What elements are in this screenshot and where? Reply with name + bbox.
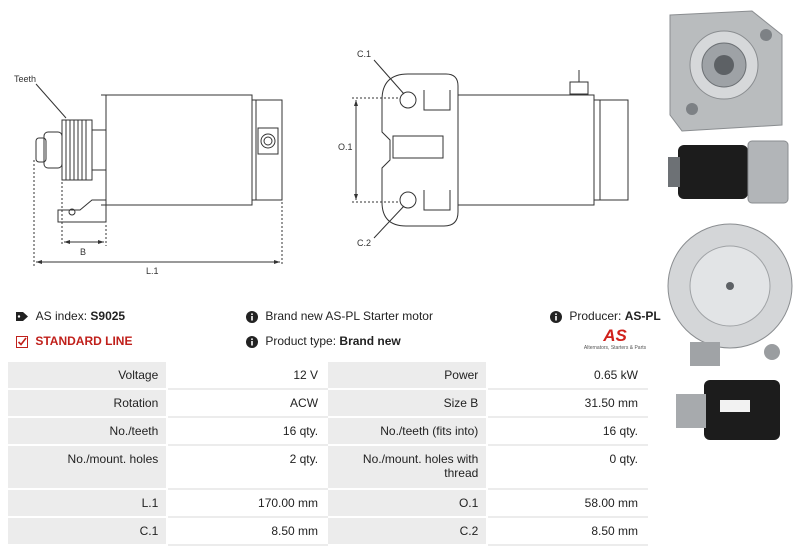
technical-drawing: Teeth B L.1 C.1 C.2 O.1: [14, 49, 629, 276]
producer-value: AS-PL: [624, 309, 661, 323]
standard-line-label: STANDARD LINE: [35, 334, 133, 348]
table-row: No./mount. holes 2 qty. No./mount. holes…: [8, 445, 648, 490]
tag-icon: [16, 312, 28, 322]
as-index-label: AS index:: [35, 309, 88, 323]
standard-line-row: STANDARD LINE: [16, 334, 132, 348]
spec-label: No./teeth: [8, 417, 169, 446]
motor-body-side: [105, 94, 253, 206]
spec-value: 0 qty.: [487, 445, 648, 490]
specs-table: Voltage 12 V Power 0.65 kW Rotation ACW …: [8, 362, 648, 546]
description-text: Brand new AS-PL Starter motor: [265, 309, 433, 323]
c2-label: C.2: [357, 238, 371, 248]
info-icon: [246, 335, 258, 348]
b-label: B: [80, 247, 86, 257]
spec-value: 16 qty.: [167, 417, 329, 446]
o1-label: O.1: [338, 142, 353, 152]
mounting-flange: [381, 73, 459, 227]
product-type-label: Product type:: [265, 334, 337, 348]
spec-value: 58.00 mm: [487, 489, 648, 518]
spec-value: 2 qty.: [167, 445, 329, 490]
spec-label: O.1: [327, 489, 489, 518]
spec-label: Size B: [327, 389, 489, 418]
spec-label: Power: [327, 362, 489, 390]
teeth-label: Teeth: [14, 74, 36, 84]
l1-label: L.1: [146, 266, 159, 276]
spec-label: No./teeth (fits into): [327, 417, 489, 446]
spec-label: L.1: [8, 489, 169, 518]
spec-label: C.1: [8, 517, 169, 546]
spec-value: 16 qty.: [487, 417, 648, 446]
spec-label: No./mount. holes with thread: [327, 445, 489, 490]
as-index-row: AS index: S9025: [16, 309, 125, 323]
product-type-value: Brand new: [339, 334, 401, 348]
product-photo-side: [668, 140, 789, 204]
product-type-row: Product type: Brand new: [246, 334, 401, 348]
table-row: No./teeth 16 qty. No./teeth (fits into) …: [8, 417, 648, 446]
spec-label: C.2: [327, 517, 489, 546]
motor-body-end: [457, 94, 595, 206]
description-row: Brand new AS-PL Starter motor: [246, 309, 433, 323]
spec-value: 0.65 kW: [487, 362, 648, 390]
product-photo-label: [676, 380, 780, 440]
spec-value: ACW: [167, 389, 329, 418]
logo-tagline: Alternators, Starters & Parts: [583, 345, 647, 351]
info-icon: [246, 310, 258, 323]
spec-value: 8.50 mm: [487, 517, 648, 546]
producer-row: Producer: AS-PL: [550, 309, 661, 323]
spec-label: No./mount. holes: [8, 445, 169, 490]
as-index-value: S9025: [90, 309, 126, 323]
table-row: C.1 8.50 mm C.2 8.50 mm: [8, 517, 648, 546]
spec-value: 12 V: [167, 362, 329, 390]
check-square-icon: [16, 335, 28, 348]
info-icon: [550, 310, 562, 323]
spec-label: Voltage: [8, 362, 169, 390]
producer-label: Producer:: [569, 309, 622, 323]
c1-label: C.1: [357, 49, 371, 59]
spec-value: 8.50 mm: [167, 517, 329, 546]
logo-mark: AS: [603, 326, 627, 345]
table-row: Rotation ACW Size B 31.50 mm: [8, 389, 648, 418]
spec-label: Rotation: [8, 389, 169, 418]
spec-value: 170.00 mm: [167, 489, 329, 518]
spec-value: 31.50 mm: [487, 389, 648, 418]
motor-end-cap: [251, 99, 283, 201]
as-pl-logo: AS Alternators, Starters & Parts: [582, 326, 648, 352]
product-photo-front: [662, 5, 800, 135]
table-row: Voltage 12 V Power 0.65 kW: [8, 362, 648, 390]
product-photo-back: [667, 223, 793, 366]
table-row: L.1 170.00 mm O.1 58.00 mm: [8, 489, 648, 518]
